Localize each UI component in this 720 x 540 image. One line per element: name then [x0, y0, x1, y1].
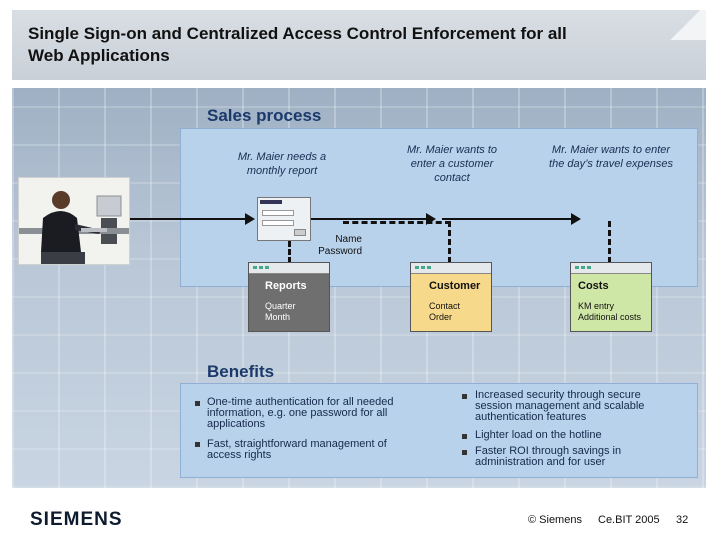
- reports-item: Quarter: [265, 301, 296, 311]
- bullet-icon: [195, 442, 200, 447]
- costs-title: Costs: [578, 280, 609, 292]
- customer-item: Contact: [429, 301, 461, 311]
- bullet-icon: [462, 450, 467, 455]
- reports-item: Month: [265, 312, 291, 322]
- flow-arrow-head: [571, 213, 581, 225]
- benefit-item: Faster ROI through savings in administra…: [475, 445, 622, 468]
- connector-line: [608, 221, 611, 263]
- benefit-item: One-time authentication for all needed i…: [207, 396, 394, 430]
- bullet-icon: [462, 434, 467, 439]
- bullet-icon: [462, 394, 467, 399]
- person-at-computer-icon: [19, 178, 129, 264]
- flow-arrow-line: [442, 218, 572, 220]
- step-customer-contact: Mr. Maier wants to enter a customer cont…: [406, 144, 498, 184]
- page-number: 32: [676, 514, 689, 526]
- benefit-item: Lighter load on the hotline: [475, 429, 602, 441]
- reports-title: Reports: [265, 280, 307, 292]
- sales-process-heading: Sales process: [207, 106, 322, 125]
- footer-event: Ce.BIT 2005: [598, 514, 660, 526]
- costs-item: KM entry: [578, 301, 615, 311]
- customer-app-window: Customer Contact Order: [410, 262, 492, 332]
- benefit-item: Increased security through secure sessio…: [475, 389, 645, 423]
- reports-app-window: Reports Quarter Month: [248, 262, 330, 332]
- footer-copyright: © Siemens: [528, 514, 582, 526]
- credential-label-name: Name: [335, 234, 362, 245]
- customer-item: Order: [429, 312, 453, 322]
- slide-title: Single Sign-on and Centralized Access Co…: [28, 24, 567, 65]
- flow-arrow-head: [426, 213, 436, 225]
- benefits-panel: [180, 383, 698, 478]
- credential-label-password: Password: [318, 246, 362, 257]
- step-monthly-report: Mr. Maier needs a monthly report: [237, 151, 327, 177]
- user-photo: [18, 177, 130, 265]
- customer-title: Customer: [429, 280, 481, 292]
- benefit-item: Fast, straightforward management of acce…: [207, 438, 387, 461]
- costs-item: Additional costs: [578, 312, 642, 322]
- costs-app-window: Costs KM entry Additional costs: [570, 262, 652, 332]
- flow-arrow-head: [245, 213, 255, 225]
- login-dialog-icon: [257, 197, 311, 241]
- step-travel-expenses: Mr. Maier wants to enter the day’s trave…: [549, 144, 673, 170]
- flow-arrow-line: [311, 218, 427, 220]
- siemens-logo: SIEMENS: [30, 509, 123, 530]
- page-curl-decoration: [666, 10, 706, 40]
- connector-line: [448, 221, 451, 263]
- bullet-icon: [195, 401, 200, 406]
- connector-line: [343, 221, 451, 224]
- flow-arrow-line: [130, 218, 246, 220]
- title-bar: Single Sign-on and Centralized Access Co…: [12, 10, 706, 80]
- benefits-heading: Benefits: [207, 362, 275, 381]
- connector-line: [288, 241, 291, 263]
